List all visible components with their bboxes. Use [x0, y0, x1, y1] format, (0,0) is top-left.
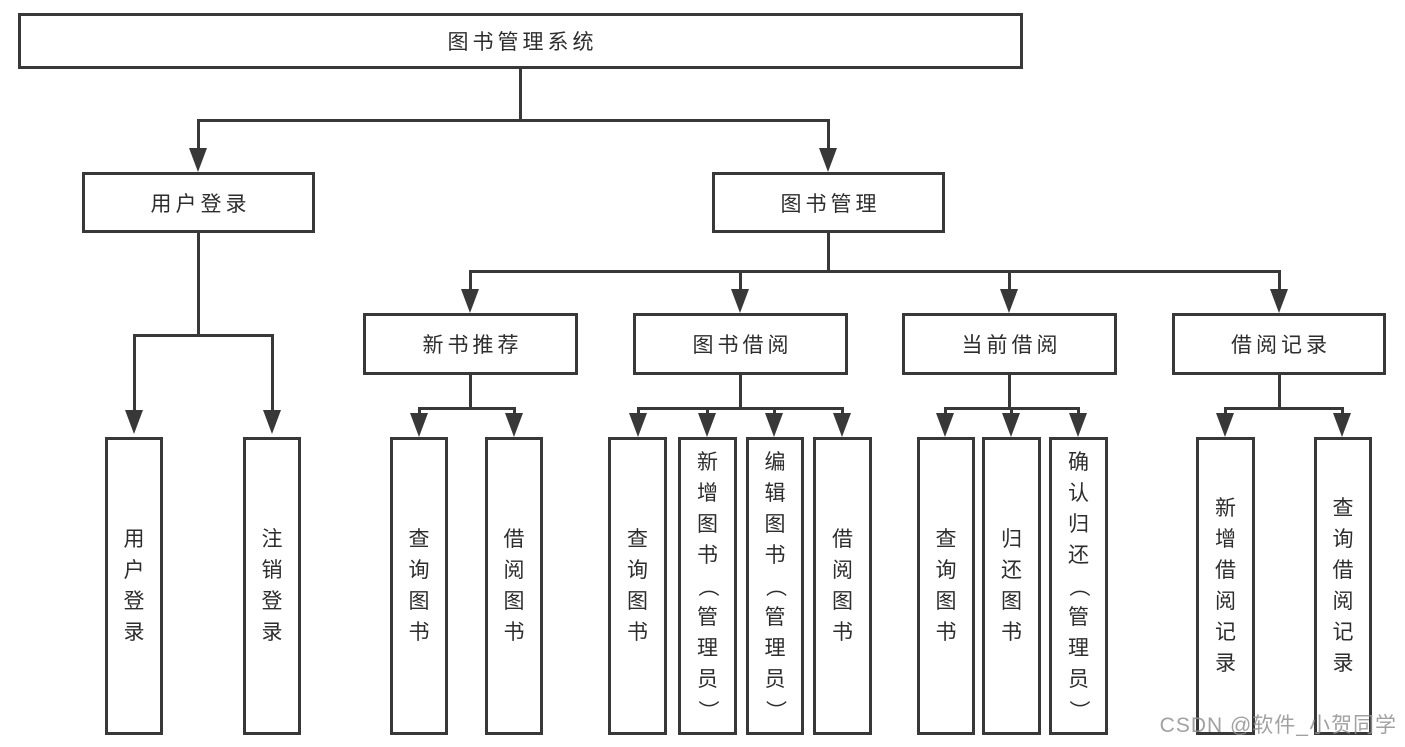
connector-drop — [1341, 407, 1344, 417]
arrowhead — [629, 413, 647, 437]
arrowhead — [833, 413, 851, 437]
arrowhead — [1069, 413, 1087, 437]
connector-drop — [637, 407, 640, 417]
connector-root-stub — [519, 69, 522, 121]
node-leaf-borrow-book-borrowing: 借阅图书 — [813, 437, 872, 735]
connector-bookborrow-stub — [739, 375, 742, 410]
connector-userlogin-stub — [197, 233, 200, 337]
arrowhead-new-book — [461, 289, 479, 313]
node-leaf-query-book-borrowing: 查询图书 — [608, 437, 667, 735]
connector-drop-book-mgmt — [827, 119, 830, 149]
node-user-login: 用户登录 — [82, 172, 315, 233]
arrowhead — [1002, 413, 1020, 437]
arrowhead-book-mgmt — [819, 148, 837, 172]
arrowhead — [410, 413, 428, 437]
node-leaf-borrow-book-recommend: 借阅图书 — [485, 437, 543, 735]
node-leaf-edit-book-admin: 编辑图书（管理员） — [746, 437, 804, 735]
connector-bookmgmt-stub — [827, 233, 830, 273]
node-root: 图书管理系统 — [18, 13, 1023, 69]
connector-bookborrow-hline — [637, 407, 844, 410]
connector-borrowrecord-hline — [1224, 407, 1344, 410]
node-leaf-query-borrow-record: 查询借阅记录 — [1314, 437, 1372, 735]
connector-bookmgmt-hline — [469, 270, 1281, 273]
connector-drop — [1010, 407, 1013, 417]
connector-drop — [841, 407, 844, 417]
node-leaf-query-book-recommend: 查询图书 — [390, 437, 448, 735]
node-leaf-return-book: 归还图书 — [982, 437, 1041, 735]
node-book-management: 图书管理 — [712, 172, 945, 233]
arrowhead — [1216, 413, 1234, 437]
connector-newbook-hline — [418, 407, 516, 410]
node-current-borrowing: 当前借阅 — [902, 313, 1117, 375]
connector-drop — [1077, 407, 1080, 417]
connector-drop — [1224, 407, 1227, 417]
connector-drop-book-borrow — [739, 270, 742, 291]
arrowhead-user-login — [189, 148, 207, 172]
connector-drop-new-book — [469, 270, 472, 291]
connector-userlogin-hline — [133, 334, 274, 337]
arrowhead-leaf-login — [125, 410, 143, 434]
connector-drop — [944, 407, 947, 417]
connector-drop-user-login — [197, 119, 200, 149]
connector-drop — [513, 407, 516, 417]
connector-drop-leaf-logout — [271, 334, 274, 411]
arrowhead-leaf-logout — [263, 410, 281, 434]
arrowhead — [936, 413, 954, 437]
connector-newbook-stub — [469, 375, 472, 410]
connector-root-hline — [197, 119, 830, 122]
node-book-borrowing: 图书借阅 — [633, 313, 848, 375]
node-leaf-add-book-admin: 新增图书（管理员） — [678, 437, 737, 735]
arrowhead — [1333, 413, 1351, 437]
arrowhead — [765, 413, 783, 437]
connector-drop — [773, 407, 776, 417]
arrowhead-current-borrow — [1000, 289, 1018, 313]
connector-drop-borrow-record — [1278, 270, 1281, 291]
arrowhead — [505, 413, 523, 437]
connector-currentborrow-stub — [1008, 375, 1011, 410]
arrowhead-borrow-record — [1270, 289, 1288, 313]
node-new-book-recommend: 新书推荐 — [363, 313, 578, 375]
node-borrow-records: 借阅记录 — [1172, 313, 1386, 375]
node-leaf-logout: 注销登录 — [243, 437, 301, 735]
connector-drop — [706, 407, 709, 417]
connector-drop-leaf-login — [133, 334, 136, 411]
connector-drop-current-borrow — [1008, 270, 1011, 291]
node-leaf-add-borrow-record: 新增借阅记录 — [1196, 437, 1255, 735]
arrowhead-book-borrow — [731, 289, 749, 313]
node-leaf-confirm-return-admin: 确认归还（管理员） — [1049, 437, 1108, 735]
node-leaf-query-book-current: 查询图书 — [917, 437, 975, 735]
connector-drop — [418, 407, 421, 417]
connector-borrowrecord-stub — [1278, 375, 1281, 410]
node-leaf-user-login: 用户登录 — [105, 437, 163, 735]
csdn-watermark: CSDN @软件_小贺同学 — [1159, 714, 1397, 737]
arrowhead — [698, 413, 716, 437]
